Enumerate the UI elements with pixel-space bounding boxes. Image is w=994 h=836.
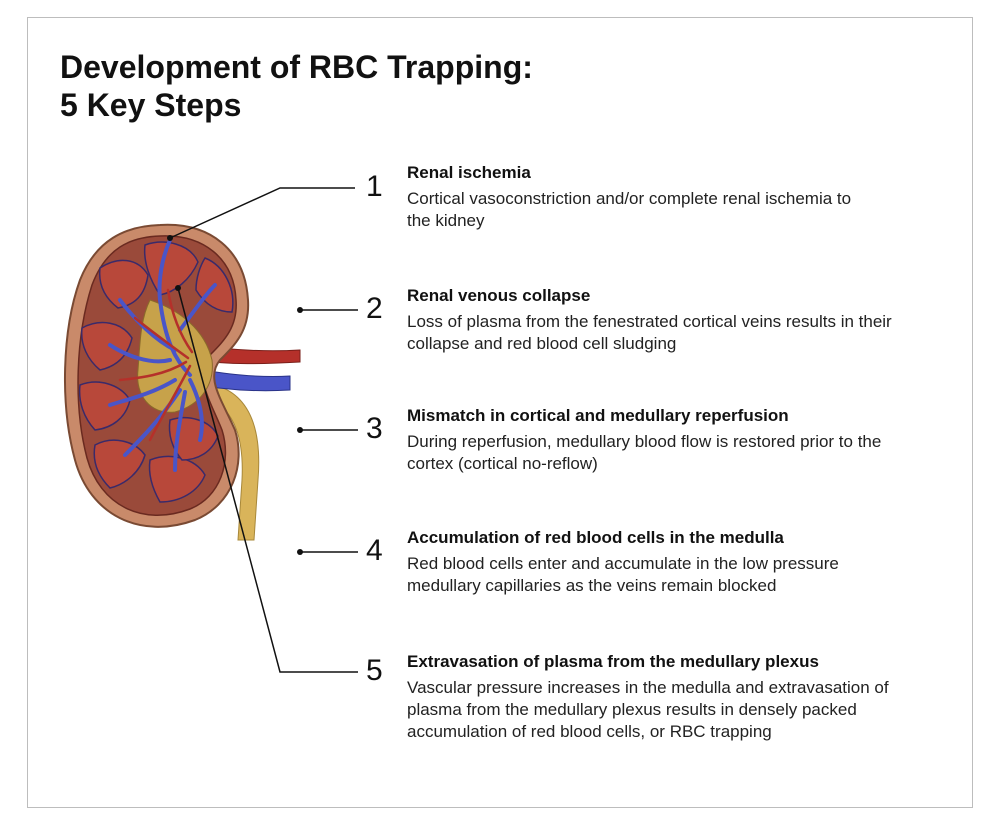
step-1: Renal ischemia Cortical vasoconstriction… bbox=[407, 162, 952, 232]
step-number-2: 2 bbox=[366, 292, 383, 325]
step-1-description: Cortical vasoconstriction and/or complet… bbox=[407, 189, 852, 230]
pyramid bbox=[168, 416, 219, 461]
step-3-description: During reperfusion, medullary blood flow… bbox=[407, 432, 882, 473]
step-2-description: Loss of plasma from the fenestrated cort… bbox=[407, 312, 892, 353]
pyramid bbox=[98, 259, 149, 309]
step-5-description: Vascular pressure increases in the medul… bbox=[407, 678, 889, 741]
step-3: Mismatch in cortical and medullary reper… bbox=[407, 405, 952, 475]
step-number-1: 1 bbox=[366, 170, 383, 203]
leader-line-1 bbox=[169, 187, 355, 239]
step-1-heading: Renal ischemia bbox=[407, 163, 531, 182]
figure-title: Development of RBC Trapping: 5 Key Steps bbox=[60, 48, 533, 124]
pyramid bbox=[148, 455, 206, 503]
step-number-5: 5 bbox=[366, 654, 383, 687]
step-2-heading: Renal venous collapse bbox=[407, 286, 591, 305]
step-5: Extravasation of plasma from the medulla… bbox=[407, 651, 952, 743]
step-4: Accumulation of red blood cells in the m… bbox=[407, 527, 952, 597]
step-number-4: 4 bbox=[366, 534, 383, 567]
step-3-heading: Mismatch in cortical and medullary reper… bbox=[407, 406, 789, 425]
pyramid bbox=[78, 381, 131, 431]
title-line-2: 5 Key Steps bbox=[60, 87, 242, 123]
step-2: Renal venous collapse Loss of plasma fro… bbox=[407, 285, 952, 355]
interlobar-veins bbox=[108, 238, 217, 472]
renal-pyramids bbox=[78, 241, 234, 503]
step-5-heading: Extravasation of plasma from the medulla… bbox=[407, 652, 819, 671]
leader-dots bbox=[167, 235, 303, 555]
leader-lines bbox=[169, 187, 358, 673]
interlobar-arteries bbox=[118, 288, 194, 442]
step-4-heading: Accumulation of red blood cells in the m… bbox=[407, 528, 784, 547]
pyramid bbox=[80, 321, 133, 371]
pyramid bbox=[93, 439, 146, 489]
title-line-1: Development of RBC Trapping: bbox=[60, 49, 533, 85]
step-4-description: Red blood cells enter and accumulate in … bbox=[407, 554, 839, 595]
step-number-3: 3 bbox=[366, 412, 383, 445]
leader-line-5 bbox=[177, 287, 358, 673]
